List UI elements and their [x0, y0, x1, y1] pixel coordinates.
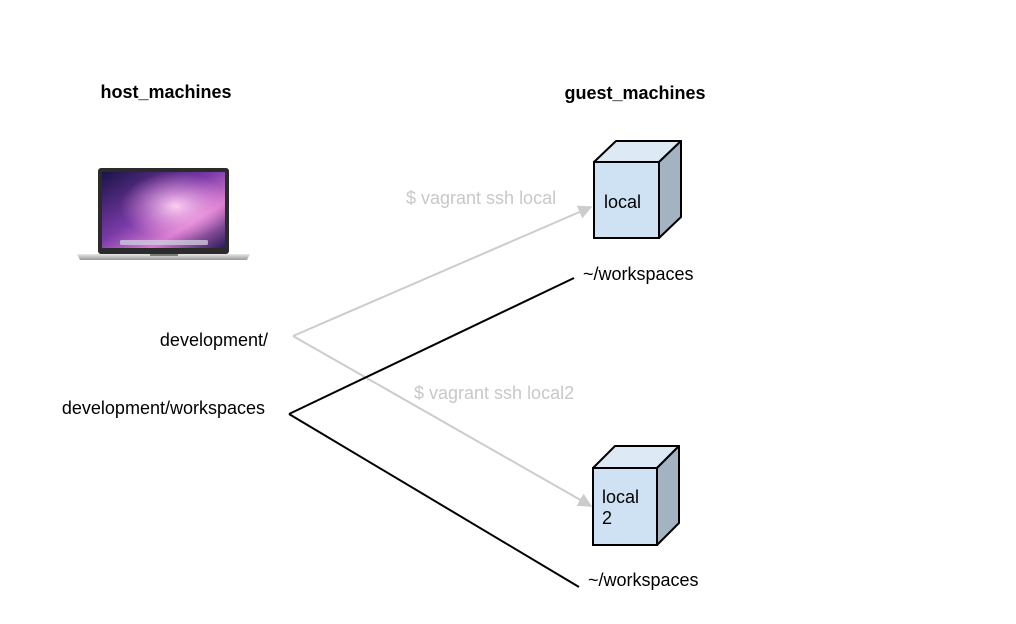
host-development-label: development/	[160, 330, 268, 350]
ssh-command-local: $ vagrant ssh local	[406, 188, 556, 208]
macbook-laptop-icon	[77, 168, 250, 260]
sync-line-local2	[288, 413, 580, 588]
guest-local2-name-line1: local	[602, 487, 639, 507]
sync-line-local	[288, 277, 575, 415]
guest-machines-title: guest_machines	[564, 83, 705, 103]
guest-local-mount: ~/workspaces	[583, 264, 694, 284]
guest-box-local: local	[593, 140, 682, 239]
guest-box-local2: local 2	[592, 445, 680, 546]
ssh-arrow-local2	[292, 335, 593, 507]
host-machines-title: host_machines	[100, 82, 231, 102]
host-workspaces-label: development/workspaces	[62, 398, 265, 418]
ssh-command-local2: $ vagrant ssh local2	[414, 383, 574, 403]
guest-local2-name-line2: 2	[602, 508, 612, 528]
guest-local2-mount: ~/workspaces	[588, 570, 699, 590]
ssh-arrow-local	[292, 205, 593, 337]
guest-local-name: local	[604, 192, 641, 212]
